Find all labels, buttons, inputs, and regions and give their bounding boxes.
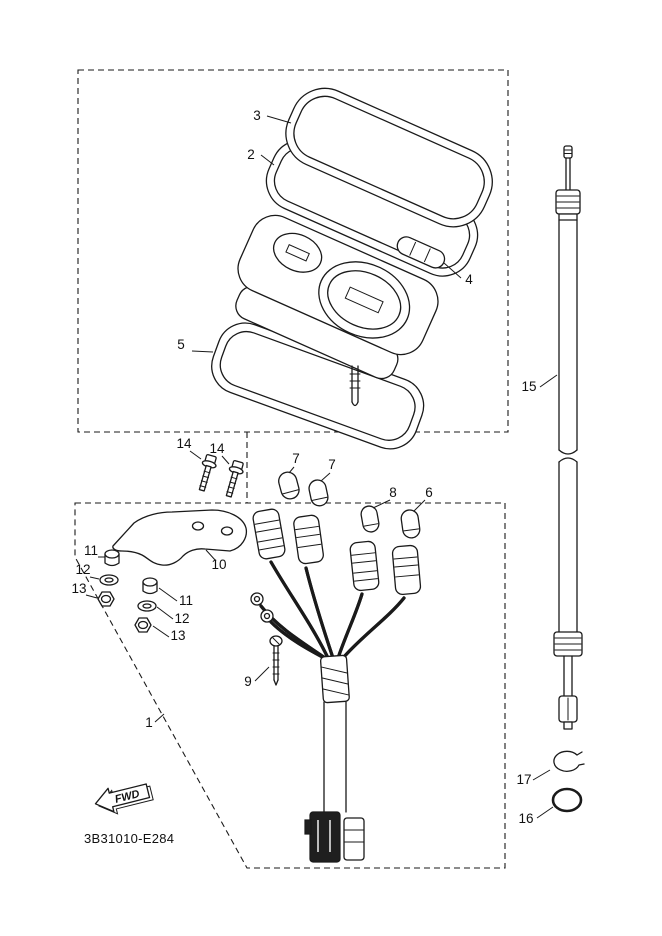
callout-labels: 3 2 4 5 15 14 14 7 7 8 6 11 12 13 10 11 … [71, 108, 536, 826]
callout-5: 5 [177, 337, 185, 352]
diagram-code: 3B31010-E284 [84, 831, 174, 846]
bolt-14b [225, 459, 244, 498]
cable-collar [558, 213, 578, 221]
callout-16: 16 [518, 811, 533, 826]
meter-unit [235, 214, 439, 380]
nut-13a [97, 591, 115, 607]
bracket-hole [220, 526, 234, 536]
callout-14: 14 [209, 441, 225, 456]
bullet-connector [252, 508, 286, 560]
washer-12b [137, 600, 157, 612]
speedometer-dial [318, 261, 411, 339]
callout-1: 1 [145, 715, 153, 730]
grommet-11b [142, 577, 158, 595]
screw-9 [269, 635, 283, 686]
callout-9: 9 [244, 674, 252, 689]
ring-terminal [250, 592, 264, 606]
indicator-gauge [272, 232, 323, 273]
callout-3: 3 [253, 108, 261, 123]
mounting-hardware [97, 453, 283, 686]
assembly-group-box-bottom [74, 502, 506, 869]
harness-connector-block-right [343, 817, 365, 861]
callout-14: 14 [176, 436, 192, 451]
meter-assembly [211, 87, 493, 450]
callout-11: 11 [84, 543, 98, 558]
callout-4: 4 [465, 272, 473, 287]
callout-17: 17 [516, 772, 531, 787]
fwd-arrow: FWD [94, 783, 154, 815]
bullet-connector [293, 514, 324, 565]
terminal-cap-7a [278, 471, 300, 500]
terminal-cap-7b [308, 479, 329, 507]
callout-8: 8 [389, 485, 397, 500]
callout-12: 12 [174, 611, 189, 626]
speedometer-cable [551, 145, 585, 813]
bullet-connector [391, 544, 422, 596]
grommet-11a [104, 549, 120, 567]
callout-leaders [85, 115, 558, 819]
terminal-cap-8 [360, 505, 380, 533]
assembly-group-box-top [77, 69, 509, 433]
callout-15: 15 [521, 379, 536, 394]
harness-connector-block-left [304, 811, 341, 863]
cable-tip [563, 145, 573, 159]
meter-lens-cover [285, 87, 493, 228]
callout-7: 7 [328, 457, 336, 472]
wire-harness [250, 471, 422, 863]
odometer-window [344, 286, 384, 314]
retainer-clip [553, 750, 585, 772]
bolt-14a [198, 453, 217, 492]
harness-taped-section [319, 654, 350, 704]
callout-13: 13 [170, 628, 185, 643]
callout-6: 6 [425, 485, 433, 500]
fwd-label: FWD [114, 788, 141, 806]
harness-sleeve [323, 701, 347, 813]
boundary-boxes [74, 69, 509, 869]
terminal-cap-6 [400, 509, 421, 539]
nut-13b [134, 617, 152, 633]
bullet-connector [349, 540, 380, 592]
mounting-bracket [112, 509, 248, 566]
callout-12: 12 [75, 562, 90, 577]
trip-knob-lens [396, 236, 446, 269]
callout-7: 7 [292, 451, 300, 466]
meter-case-lower [211, 322, 425, 450]
callout-2: 2 [247, 147, 255, 162]
ring-terminal [260, 609, 274, 623]
washer-12a [99, 574, 119, 586]
callout-11: 11 [179, 593, 193, 608]
bracket-hole [191, 521, 205, 531]
callout-10: 10 [211, 557, 226, 572]
o-ring [551, 787, 583, 813]
callout-13: 13 [71, 581, 86, 596]
meter-stem [349, 365, 361, 407]
cable-end-tab [563, 721, 573, 730]
